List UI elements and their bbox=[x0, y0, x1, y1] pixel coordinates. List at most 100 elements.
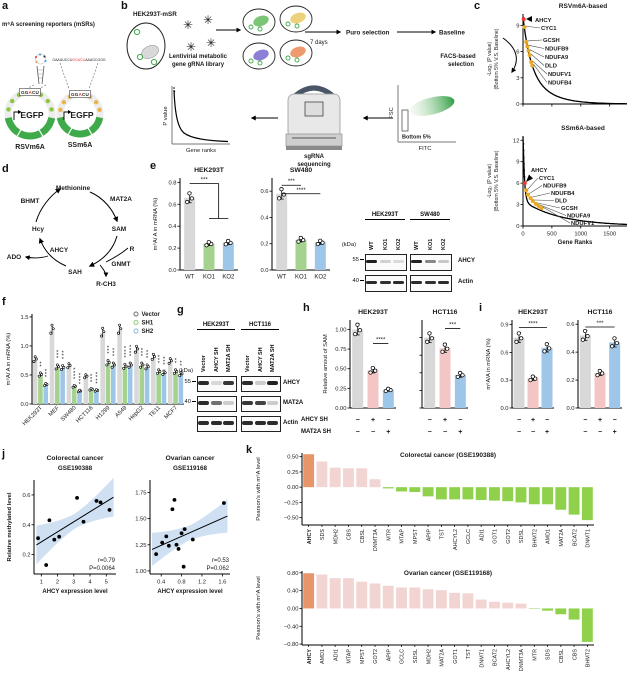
top-gene-dot bbox=[523, 175, 526, 178]
bar-AHCYL2 bbox=[502, 602, 514, 609]
sig-star: * bbox=[129, 354, 132, 360]
x-tick-label: 1000 bbox=[574, 232, 587, 238]
gene-label-GOT1: GOT1 bbox=[453, 649, 459, 664]
category-label: HEK293T bbox=[22, 405, 44, 427]
data-point bbox=[221, 501, 226, 505]
protein-band bbox=[254, 381, 266, 385]
reporter-plasmid-dot bbox=[285, 21, 291, 27]
chart-title: SSm6A-based bbox=[561, 125, 605, 132]
replicate-point bbox=[353, 332, 358, 337]
seq-post: AAAGCGGG bbox=[85, 58, 106, 62]
y-tick-label: 1.75 bbox=[135, 491, 146, 497]
sig-star: * bbox=[146, 356, 149, 362]
x-tick-label: 4 bbox=[88, 580, 92, 586]
sig-star: * bbox=[45, 375, 48, 381]
r-value: r=0.53 bbox=[212, 558, 230, 564]
bar bbox=[203, 243, 215, 270]
protein-label: MAT2A bbox=[283, 400, 304, 406]
bar bbox=[77, 391, 82, 404]
replicate-point bbox=[440, 349, 445, 354]
sig-stars: **** bbox=[376, 338, 386, 344]
replicate-point bbox=[544, 342, 549, 347]
x-tick-label: 0 bbox=[521, 232, 524, 238]
m6a-site-dot bbox=[10, 98, 15, 104]
panel-g-label: g bbox=[177, 304, 184, 316]
y-tick-label: 0.00 bbox=[335, 406, 346, 412]
pvalue-curve bbox=[173, 89, 229, 143]
gene-label-TST: TST bbox=[466, 648, 472, 659]
sig-star: * bbox=[146, 353, 149, 359]
replicate-point bbox=[226, 238, 231, 244]
replicate-point bbox=[600, 371, 605, 376]
bar bbox=[594, 373, 606, 408]
y-tick-label: −0.25 bbox=[284, 500, 299, 506]
condition-symbol: − bbox=[428, 429, 432, 436]
replicate-point bbox=[580, 337, 585, 342]
lane-label: Vector bbox=[200, 355, 207, 372]
sig-star: * bbox=[180, 361, 183, 367]
gene-label-SDS: SDS bbox=[320, 529, 326, 540]
bar bbox=[156, 372, 161, 404]
chart-title: Ovarian cancer bbox=[165, 455, 214, 462]
transcription-arrowhead bbox=[68, 110, 72, 114]
y-tick-label: 6 bbox=[516, 181, 519, 187]
bar bbox=[222, 242, 234, 270]
replicate-point bbox=[281, 192, 286, 197]
reporter-plasmid-dot bbox=[257, 60, 263, 66]
bar bbox=[111, 365, 116, 404]
lane-label: KO1 bbox=[427, 238, 434, 250]
y-tick-label: 3 bbox=[516, 203, 519, 209]
condition-symbol: − bbox=[356, 429, 360, 436]
replicate-point bbox=[277, 196, 282, 201]
bar bbox=[151, 357, 156, 404]
bar bbox=[71, 386, 77, 404]
replicate-point bbox=[187, 191, 192, 196]
replicate-point bbox=[84, 373, 88, 377]
protein-band bbox=[254, 421, 266, 425]
category-label: A549 bbox=[114, 405, 128, 419]
replicate-point bbox=[386, 386, 391, 391]
replicate-point bbox=[610, 344, 615, 349]
condition-symbol: + bbox=[386, 429, 390, 436]
hit-dot-NDUFB9 bbox=[525, 192, 530, 197]
y-tick-label: 0.0 bbox=[260, 268, 268, 274]
condition-symbol: − bbox=[613, 417, 617, 424]
gene-label-CYC1: CYC1 bbox=[541, 26, 557, 32]
condition-symbol: + bbox=[613, 429, 617, 436]
bar-APIP bbox=[422, 487, 434, 497]
chart-title: HEK293T bbox=[358, 309, 389, 316]
condition-symbol: − bbox=[443, 429, 447, 436]
sig-star: * bbox=[129, 348, 132, 354]
category-label: KO1 bbox=[203, 275, 216, 281]
replicate-point bbox=[68, 364, 72, 367]
blot-box bbox=[241, 376, 281, 392]
m6a-site-dot bbox=[97, 107, 102, 113]
blot-box bbox=[197, 376, 237, 392]
replicate-point bbox=[127, 365, 131, 369]
condition-symbol: − bbox=[583, 417, 587, 424]
bar bbox=[609, 342, 621, 408]
sig-star: * bbox=[90, 380, 93, 386]
panel-d-label: d bbox=[2, 163, 9, 175]
replicate-point bbox=[516, 331, 521, 336]
bar-GCLC bbox=[396, 587, 407, 609]
chart-title: Ovarian cancer (GSE119168) bbox=[404, 570, 492, 577]
bar-CBS bbox=[343, 468, 354, 488]
bar bbox=[167, 361, 173, 404]
kda-tick bbox=[192, 401, 196, 402]
y-axis-label: Pearson's with m⁶A level bbox=[255, 457, 262, 520]
replicate-point bbox=[206, 240, 211, 245]
protein-band bbox=[197, 421, 209, 425]
sig-star: * bbox=[73, 368, 76, 374]
replicate-point bbox=[83, 376, 87, 380]
replicate-point bbox=[442, 342, 447, 347]
gene-label-NDUFA9: NDUFA9 bbox=[567, 214, 591, 220]
bar bbox=[100, 333, 105, 404]
data-point bbox=[47, 518, 52, 523]
x-tick-label: 3 bbox=[72, 580, 75, 586]
data-point bbox=[52, 537, 57, 542]
condition-symbol: − bbox=[386, 417, 390, 424]
y-axis-label-1: -Log₂ (P value) bbox=[487, 41, 493, 76]
